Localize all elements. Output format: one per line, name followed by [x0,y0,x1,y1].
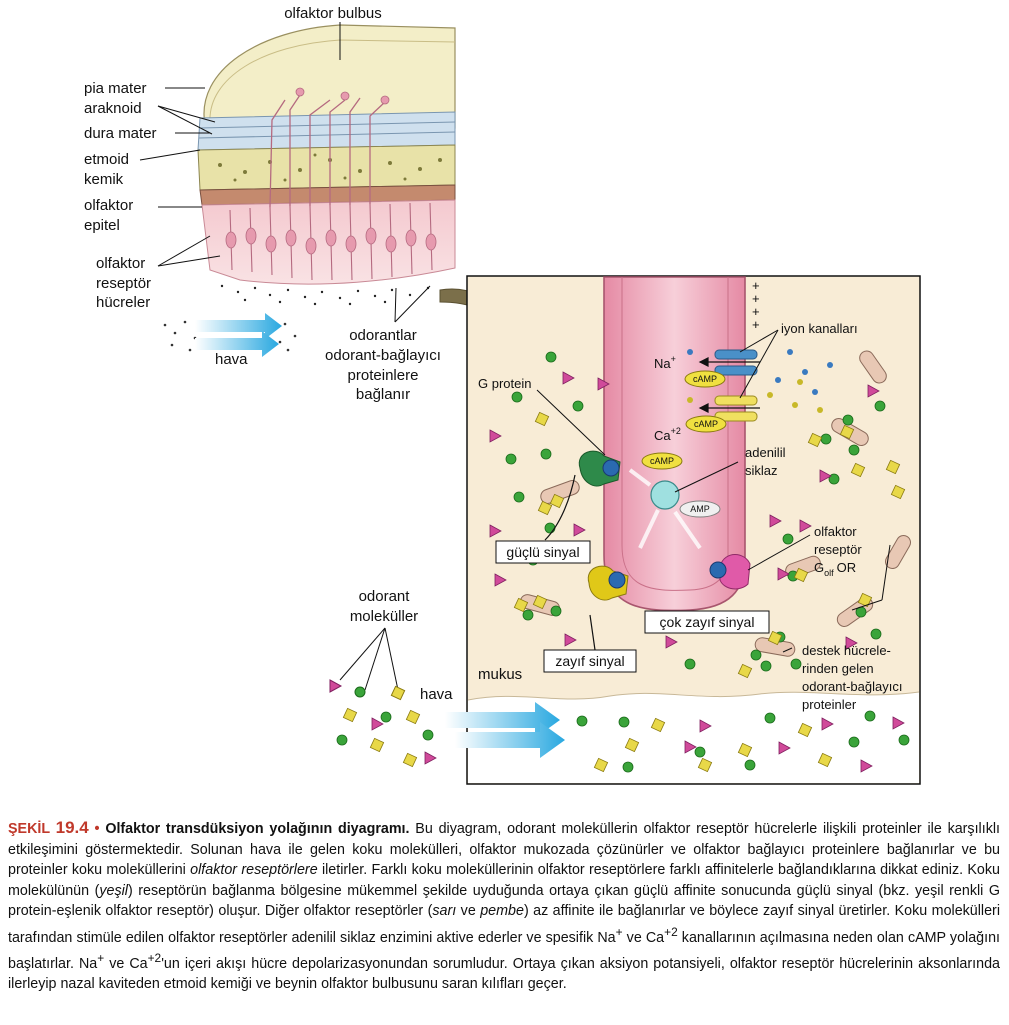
figure-number: ŞEKİL 19.4 • [8,818,106,837]
label-receptor-or: reseptör [814,542,862,557]
ion-channel-na [714,349,758,376]
plus-sign: + [752,304,760,319]
very-weak-signal-box: çok zayıf sinyal [644,610,770,634]
green-receptor [578,450,621,487]
label-mucus: mukus [478,666,522,683]
label-adenylyl-cyclase: siklaz [745,463,778,478]
air-arrow-lower-1 [445,702,560,738]
label-epithelium: olfaktor [84,197,133,214]
label-air-lower: hava [420,686,453,703]
label-receptor-or: olfaktor [814,524,857,539]
olfactory-transduction-diagram: + + + + cAMP [84,5,921,785]
weak-signal-box: zayıf sinyal [543,649,637,673]
svg-text:güçlü sinyal: güçlü sinyal [506,544,579,560]
label-support-proteins: proteinler [802,697,857,712]
label-ca: Ca+2 [654,426,681,443]
air-arrow-bottom [195,331,279,357]
label-ethmoid: kemik [84,171,124,188]
camp-oval: cAMP [641,452,683,470]
label-odorants-binding: proteinlere [348,367,419,384]
meninges-layer [197,111,456,151]
label-odorants-binding: bağlanır [356,386,410,403]
label-arachnoid: araknoid [84,100,142,117]
anatomy-section [139,22,456,357]
plus-sign: + [752,291,760,306]
label-olfactory-bulb: olfaktor bulbus [284,5,382,22]
svg-text:zayıf sinyal: zayıf sinyal [555,653,624,669]
label-receptor-cells: reseptör [96,275,151,292]
yellow-receptor [587,565,629,601]
camp-oval: cAMP [684,370,726,388]
adenylyl-cyclase [650,480,680,510]
odorant-legend [329,627,437,768]
label-ion-channels: iyon kanalları [781,321,858,336]
plus-sign: + [752,317,760,332]
pink-receptor [709,554,751,590]
figure-caption: ŞEKİL 19.4 • Olfaktor transdüksiyon yola… [8,818,1000,993]
label-ethmoid: etmoid [84,151,129,168]
label-support-proteins: destek hücrele- [802,643,891,658]
air-arrow-lower-2 [455,722,565,758]
strong-signal-box: güçlü sinyal [495,540,591,564]
label-na: Na+ [654,354,676,371]
svg-text:cAMP: cAMP [693,374,717,384]
label-odorants-binding: odorant-bağlayıcı [325,347,441,364]
label-epithelium: epitel [84,217,120,234]
label-pia-mater: pia mater [84,80,147,97]
plus-sign: + [752,278,760,293]
label-odorant-molecules: odorant [359,588,411,605]
ion-channel-ca [714,395,758,422]
label-g-protein: G protein [478,376,531,391]
svg-text:çok zayıf sinyal: çok zayıf sinyal [660,614,755,630]
camp-oval: cAMP [685,415,727,433]
svg-text:cAMP: cAMP [694,419,718,429]
label-odorants-binding: odorantlar [349,327,417,344]
label-air: hava [215,351,248,368]
air-arrow-top [195,313,282,339]
label-odorant-molecules: moleküller [350,608,418,625]
label-dura-mater: dura mater [84,125,157,142]
svg-text:AMP: AMP [690,504,710,514]
label-receptor-cells: hücreler [96,294,150,311]
label-adenylyl-cyclase: adenilil [745,445,786,460]
label-receptor-cells: olfaktor [96,255,145,272]
zoom-panel: + + + + cAMP [466,275,921,785]
amp-oval: AMP [679,500,721,518]
label-support-proteins: odorant-bağlayıcı [802,679,902,694]
caption-title: Olfaktor transdüksiyon yolağının diyagra… [105,821,410,837]
label-support-proteins: rinden gelen [802,661,874,676]
ethmoid-bone-layer [197,144,456,191]
svg-text:cAMP: cAMP [650,456,674,466]
